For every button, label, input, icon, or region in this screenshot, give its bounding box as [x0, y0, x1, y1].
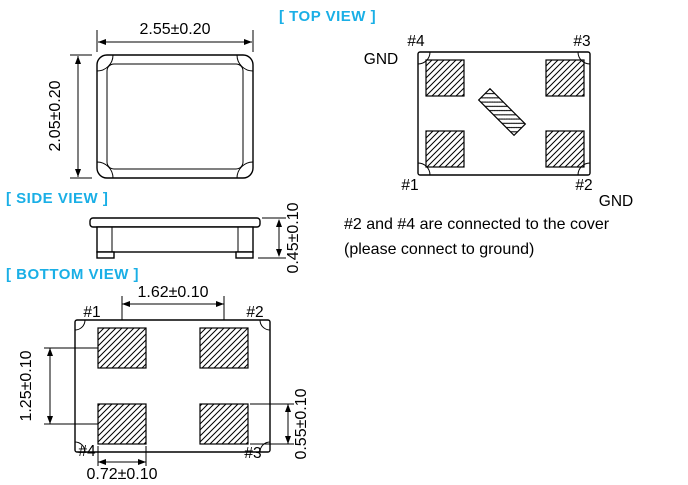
- pad-2-bottom-view: [199, 327, 249, 369]
- side-height-extension-lines: [258, 217, 286, 259]
- pad-1-bottom-view: [97, 327, 147, 369]
- side-view-label: [ SIDE VIEW ]: [6, 190, 108, 207]
- arrow-up-icon: [276, 219, 282, 227]
- arrow-left-icon: [122, 301, 130, 307]
- pad-width-extension-lines: [97, 446, 147, 466]
- arrow-up-icon: [47, 348, 53, 356]
- side-view-left-foot: [96, 251, 115, 259]
- package-outline: [96, 54, 254, 179]
- bottom-view-label: [ BOTTOM VIEW ]: [6, 266, 139, 283]
- bottom-view-diagram: 1.62±0.10 #1 #2 #4 #3 1.25±0.10 0.55±0.1…: [18, 284, 310, 483]
- corner-castellation-marks: [74, 319, 271, 453]
- top-view-label: [ TOP VIEW ]: [279, 8, 376, 25]
- top-view-diagram: #4 #3 #1 #2 GND GND #2 and #4 are connec…: [344, 33, 633, 258]
- pad-4-top-view: [425, 59, 465, 97]
- side-view-diagram: 0.45±0.10: [89, 202, 302, 274]
- pad-1-top-view: [425, 130, 465, 168]
- pin2-label: #2: [575, 177, 592, 194]
- pad-pitch-y-dimension: 1.25±0.10: [18, 350, 35, 421]
- arrow-right-icon: [244, 39, 252, 45]
- side-height-dimension: 0.45±0.10: [285, 202, 302, 273]
- pitch-y-extension-lines: [44, 347, 98, 425]
- pin1-label: #1: [401, 177, 418, 194]
- side-view-right-foot: [235, 251, 254, 259]
- height-extension-lines: [70, 54, 92, 179]
- outline-height-dimension: 2.05±0.20: [47, 80, 64, 151]
- arrow-down-icon: [285, 436, 291, 444]
- arrow-right-icon: [216, 301, 224, 307]
- crystal-blank: [477, 87, 527, 137]
- pad-3-top-view: [545, 59, 585, 97]
- side-view-body: [96, 226, 254, 253]
- arrow-up-icon: [285, 404, 291, 412]
- pin3-label: #3: [244, 445, 261, 462]
- arrow-left-icon: [98, 39, 106, 45]
- pad-3-bottom-view: [199, 403, 249, 445]
- arrow-up-icon: [75, 56, 81, 64]
- arrow-down-icon: [75, 169, 81, 177]
- cover-ground-note-line2: (please connect to ground): [344, 241, 534, 258]
- pad-2-top-view: [545, 130, 585, 168]
- pin3-label: #3: [573, 33, 590, 50]
- pad-pitch-x-dimension: 1.62±0.10: [137, 284, 208, 301]
- package-inner-cavity: [106, 63, 244, 170]
- pin4-label: #4: [407, 33, 425, 50]
- pin4-label: #4: [78, 443, 96, 460]
- gnd-label-top-left: GND: [364, 51, 398, 68]
- arrow-down-icon: [276, 249, 282, 257]
- pad-height-extension-lines: [250, 403, 294, 445]
- pin2-label: #2: [246, 304, 263, 321]
- pad-4-bottom-view: [97, 403, 147, 445]
- pin1-label: #1: [83, 304, 100, 321]
- width-extension-lines: [96, 30, 254, 52]
- arrow-right-icon: [138, 459, 146, 465]
- side-view-end-seams: [111, 227, 239, 252]
- cover-ground-note-line1: #2 and #4 are connected to the cover: [344, 216, 610, 233]
- arrow-left-icon: [98, 459, 106, 465]
- side-view-lid: [89, 217, 261, 228]
- pad-width-dimension: 0.72±0.10: [86, 466, 157, 483]
- outline-drawing: 2.55±0.20 2.05±0.20: [47, 21, 254, 179]
- outline-width-dimension: 2.55±0.20: [139, 21, 210, 38]
- arrow-down-icon: [47, 416, 53, 424]
- gnd-label-bottom-right: GND: [599, 193, 633, 210]
- pad-height-dimension: 0.55±0.10: [293, 388, 310, 459]
